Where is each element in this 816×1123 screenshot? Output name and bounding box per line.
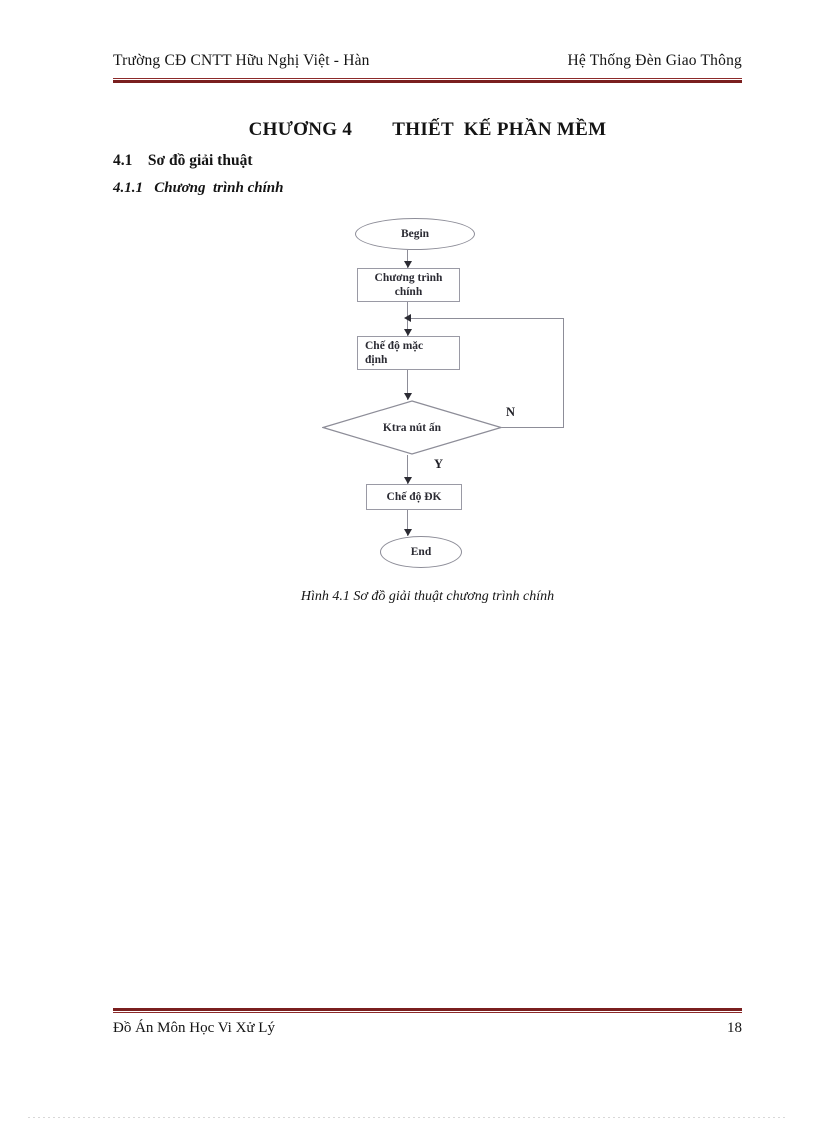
page-number: 18 (727, 1020, 742, 1036)
footer-left-text: Đồ Án Môn Học Vi Xử Lý (113, 1020, 275, 1036)
flow-node-end-label: End (410, 545, 432, 558)
flow-connector-no-left (408, 318, 563, 319)
flow-arrowhead-yes-dk (404, 477, 412, 484)
flow-connector-dk-end (407, 510, 408, 536)
footer-divider-thick (113, 1008, 742, 1011)
section-heading-4-1: 4.1 Sơ đồ giải thuật (113, 152, 253, 169)
flow-node-begin-label: Begin (400, 227, 430, 240)
flow-arrowhead-default-check (404, 393, 412, 400)
flow-node-default-mode-label: Chế độ mặc định (365, 339, 424, 366)
flow-node-check-button: Ktra nút ấn (322, 400, 502, 455)
flow-arrowhead-no-loopback (404, 314, 411, 322)
flow-connector-yes-down (407, 455, 408, 484)
flow-arrowhead-begin-main (404, 261, 412, 268)
footer-divider-thin (113, 1012, 742, 1013)
flow-node-main-program: Chương trình chính (357, 268, 460, 302)
chapter-title: CHƯƠNG 4 THIẾT KẾ PHẦN MỀM (248, 119, 607, 140)
header-divider-thin (113, 78, 742, 79)
flow-diamond-shape (322, 400, 502, 455)
flow-node-end: End (380, 536, 462, 568)
flow-connector-no-right (502, 427, 563, 428)
header-divider-thick (113, 80, 742, 83)
flow-node-control-mode: Chế độ ĐK (366, 484, 462, 510)
flow-connector-default-check (407, 370, 408, 400)
figure-caption: Hình 4.1 Sơ đồ giải thuật chương trình c… (300, 589, 555, 604)
header-left-text: Trường CĐ CNTT Hữu Nghị Việt - Hàn (113, 52, 370, 69)
flow-connector-begin-main (407, 250, 408, 268)
footer-divider (113, 1008, 742, 1013)
flow-connector-no-up (563, 318, 564, 428)
page-footer: Đồ Án Môn Học Vi Xử Lý 18 (113, 1020, 742, 1037)
flow-node-check-button-label: Ktra nút ấn (382, 421, 442, 434)
flow-node-default-mode: Chế độ mặc định (357, 336, 460, 370)
flow-arrowhead-dk-end (404, 529, 412, 536)
flow-branch-label-yes: Y (434, 457, 444, 471)
header-divider (113, 78, 742, 83)
scan-artifact-line (28, 1117, 788, 1118)
flow-node-begin: Begin (355, 218, 475, 250)
header-right-text: Hệ Thống Đèn Giao Thông (567, 52, 742, 69)
subsection-heading-4-1-1: 4.1.1 Chương trình chính (113, 180, 284, 196)
flow-node-main-program-label: Chương trình chính (374, 271, 443, 298)
page-header: Trường CĐ CNTT Hữu Nghị Việt - Hàn Hệ Th… (113, 52, 742, 70)
flow-arrowhead-main-default (404, 329, 412, 336)
flowchart-main-program: Begin Chương trình chính Chế độ mặc định… (300, 205, 600, 590)
flow-node-control-mode-label: Chế độ ĐK (386, 490, 442, 503)
flow-branch-label-no: N (506, 405, 516, 419)
